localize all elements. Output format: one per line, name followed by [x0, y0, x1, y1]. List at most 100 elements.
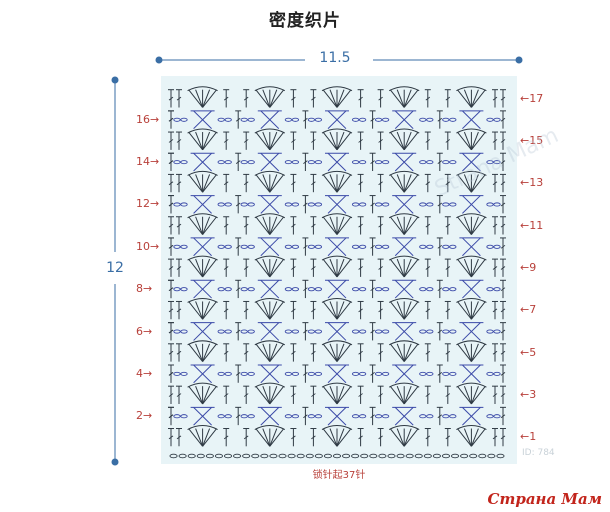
- stitch-cross-mark: [235, 329, 241, 334]
- chain-stitch: [442, 244, 450, 249]
- fan-stitch: [255, 385, 271, 405]
- fan-top-arc: [254, 425, 286, 430]
- fan-stitch: [470, 174, 479, 193]
- fan-top-arc: [388, 128, 420, 134]
- stitch-cross-mark: [311, 308, 316, 313]
- stitch-cross-mark: [500, 435, 506, 440]
- fan-stitch: [403, 89, 419, 108]
- chain-stitch: [247, 371, 255, 376]
- stitch-cross-mark: [223, 181, 229, 186]
- stitch-cross-mark: [370, 329, 375, 334]
- row-label-left: 4→: [136, 366, 153, 380]
- chain-stitch: [240, 371, 248, 376]
- stitch-cross-mark: [168, 160, 174, 164]
- chain-stitch: [247, 117, 255, 122]
- cross-stitch: [260, 364, 280, 384]
- stitch-cross-mark: [378, 139, 383, 143]
- chain-stitch: [358, 117, 367, 122]
- stitch-cross-mark: [425, 181, 431, 186]
- chain-stitch: [173, 329, 181, 334]
- fan-top-arc: [187, 170, 218, 176]
- foundation-chain-stitch: [360, 453, 369, 459]
- chain-stitch: [426, 414, 434, 419]
- fan-stitch: [188, 174, 203, 193]
- chain-stitch: [449, 117, 457, 122]
- chain-stitch: [291, 414, 300, 419]
- fan-stitch: [389, 258, 405, 278]
- stitch-cross-mark: [235, 117, 241, 122]
- chain-stitch: [374, 117, 383, 122]
- chain-stitch: [224, 329, 232, 334]
- fan-stitch: [336, 301, 345, 320]
- fan-stitch: [329, 216, 338, 235]
- cross-stitch: [327, 152, 347, 172]
- stitch-cross-mark: [235, 244, 241, 249]
- stitch-cross-mark: [311, 435, 316, 440]
- cross-stitch: [193, 237, 212, 257]
- fan-stitch: [403, 131, 412, 151]
- fan-stitch: [188, 216, 203, 235]
- foundation-chain-stitch: [441, 453, 451, 459]
- chain-stitch: [173, 244, 181, 249]
- fan-stitch: [336, 89, 352, 108]
- fan-stitch: [188, 89, 203, 108]
- stitch-cross-mark: [291, 266, 296, 270]
- fan-stitch: [470, 258, 479, 278]
- cross-stitch: [462, 110, 481, 130]
- fan-stitch: [202, 301, 217, 320]
- stitch-cross-mark: [291, 393, 296, 397]
- stitch-cross-mark: [425, 139, 431, 143]
- fan-top-arc: [187, 340, 218, 346]
- fan-stitch: [336, 258, 345, 278]
- row-label-right: ←9: [520, 261, 537, 274]
- stitch-cross-mark: [492, 223, 498, 228]
- cross-stitch: [394, 152, 414, 172]
- foundation-chain-stitch: [342, 453, 351, 459]
- fan-stitch: [202, 131, 211, 151]
- chain-stitch: [240, 287, 248, 292]
- chain-stitch: [180, 287, 188, 292]
- stitch-cross-mark: [168, 117, 174, 122]
- fan-stitch: [255, 428, 271, 447]
- fan-stitch: [195, 174, 204, 193]
- chain-stitch: [284, 160, 293, 165]
- chain-stitch: [240, 244, 248, 249]
- stitch-cross-mark: [303, 372, 308, 376]
- stitch-cross-mark: [492, 350, 498, 355]
- fan-stitch: [471, 216, 486, 235]
- fan-stitch: [403, 89, 412, 108]
- fan-stitch: [471, 131, 486, 151]
- stitch-cross-mark: [291, 308, 296, 313]
- cross-stitch: [462, 322, 481, 341]
- chain-stitch: [486, 287, 494, 292]
- foundation-chain-stitch: [251, 453, 260, 459]
- chain-stitch: [173, 414, 181, 419]
- page-title: 密度织片: [269, 11, 341, 31]
- foundation-chain-stitch: [278, 453, 287, 459]
- chain-stitch: [486, 414, 494, 419]
- row-label-right: ←13: [520, 176, 544, 190]
- stitch-cross-mark: [425, 266, 431, 270]
- stitch-cross-mark: [500, 372, 506, 376]
- fan-stitch: [195, 343, 204, 362]
- stitch-cross-mark: [168, 435, 174, 440]
- stitch-cross-mark: [223, 435, 229, 440]
- foundation-chain-stitch: [205, 453, 214, 459]
- stitch-cross-mark: [243, 308, 249, 313]
- chain-stitch: [217, 244, 225, 249]
- stitch-cross-mark: [425, 223, 431, 228]
- chain-stitch: [449, 329, 457, 334]
- stitch-cross-mark: [168, 372, 174, 376]
- fan-stitch: [336, 216, 345, 235]
- chain-stitch: [314, 371, 323, 376]
- fan-top-arc: [254, 297, 286, 303]
- chain-stitch: [247, 329, 255, 334]
- chain-stitch: [449, 202, 457, 207]
- fan-stitch: [471, 174, 486, 193]
- chain-stitch: [291, 329, 300, 334]
- fan-top-arc: [254, 213, 286, 219]
- stitch-cross-mark: [176, 308, 182, 313]
- stitch-cross-mark: [378, 435, 383, 440]
- stitch-cross-mark: [425, 96, 431, 101]
- chain-stitch: [180, 244, 188, 249]
